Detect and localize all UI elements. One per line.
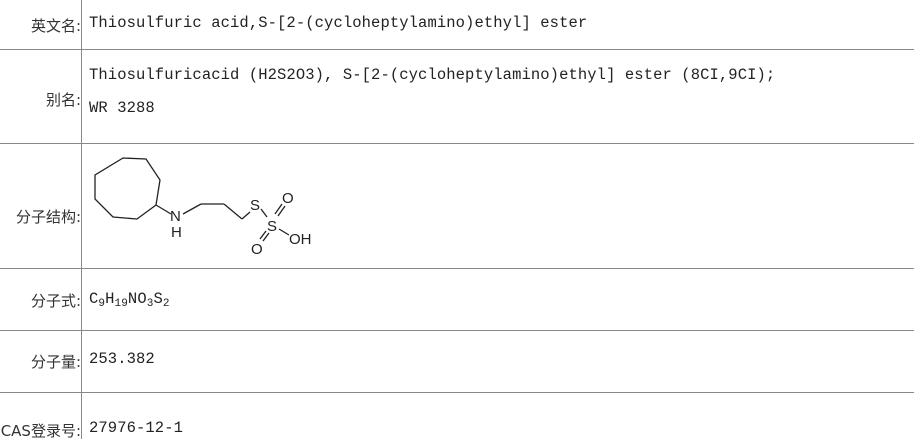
- bond-c2-c3: [223, 203, 243, 220]
- molecular-structure-image: N H S S O O OH: [94, 157, 312, 258]
- row-alias: 别名: Thiosulfuricacid (H2S2O3), S-[2-(cyc…: [0, 49, 914, 144]
- row-formula: 分子式: C9H19NO3S2: [0, 268, 914, 331]
- bond-s-o-top-a: [274, 203, 283, 215]
- atom-h: H: [171, 224, 182, 241]
- atom-o-top: O: [282, 190, 294, 207]
- cas-value: 27976-12-1: [89, 419, 184, 437]
- alias-line-2: WR 3288: [89, 99, 155, 117]
- column-divider: [81, 0, 82, 439]
- mol-weight-label: 分子量:: [30, 353, 81, 371]
- bond-ring-n: [155, 204, 172, 215]
- row-mol-weight: 分子量: 253.382: [0, 330, 914, 393]
- row-structure: 分子结构:: [0, 143, 914, 269]
- structure-label: 分子结构:: [15, 208, 81, 226]
- atom-s2: S: [267, 218, 277, 235]
- bond-s-o-bottom-b: [262, 232, 270, 242]
- atom-oh: OH: [289, 231, 312, 248]
- bond-s-oh: [278, 228, 290, 236]
- cycloheptane-ring: [94, 157, 161, 220]
- formula-value: C9H19NO3S2: [89, 290, 170, 310]
- cas-label: CAS登录号:: [0, 422, 81, 440]
- bond-n-c1: [182, 203, 202, 215]
- atom-s1: S: [250, 197, 260, 214]
- alias-label: 别名:: [45, 91, 81, 109]
- atom-n: N: [170, 208, 181, 225]
- atom-o-bottom: O: [251, 241, 263, 258]
- formula-label: 分子式:: [30, 292, 81, 310]
- row-english-name: 英文名: Thiosulfuric acid,S-[2-(cycloheptyl…: [0, 0, 914, 50]
- bond-c3-s: [241, 211, 251, 220]
- bond-s-o-top-b: [277, 205, 286, 217]
- english-name-value: Thiosulfuric acid,S-[2-(cycloheptylamino…: [89, 14, 588, 32]
- bond-s-o-bottom-a: [259, 230, 267, 240]
- english-name-label: 英文名:: [30, 17, 81, 35]
- mol-weight-value: 253.382: [89, 350, 155, 368]
- bond-s-s: [260, 208, 268, 218]
- row-cas: CAS登录号: 27976-12-1: [0, 392, 914, 440]
- alias-line-1: Thiosulfuricacid (H2S2O3), S-[2-(cyclohe…: [89, 66, 776, 84]
